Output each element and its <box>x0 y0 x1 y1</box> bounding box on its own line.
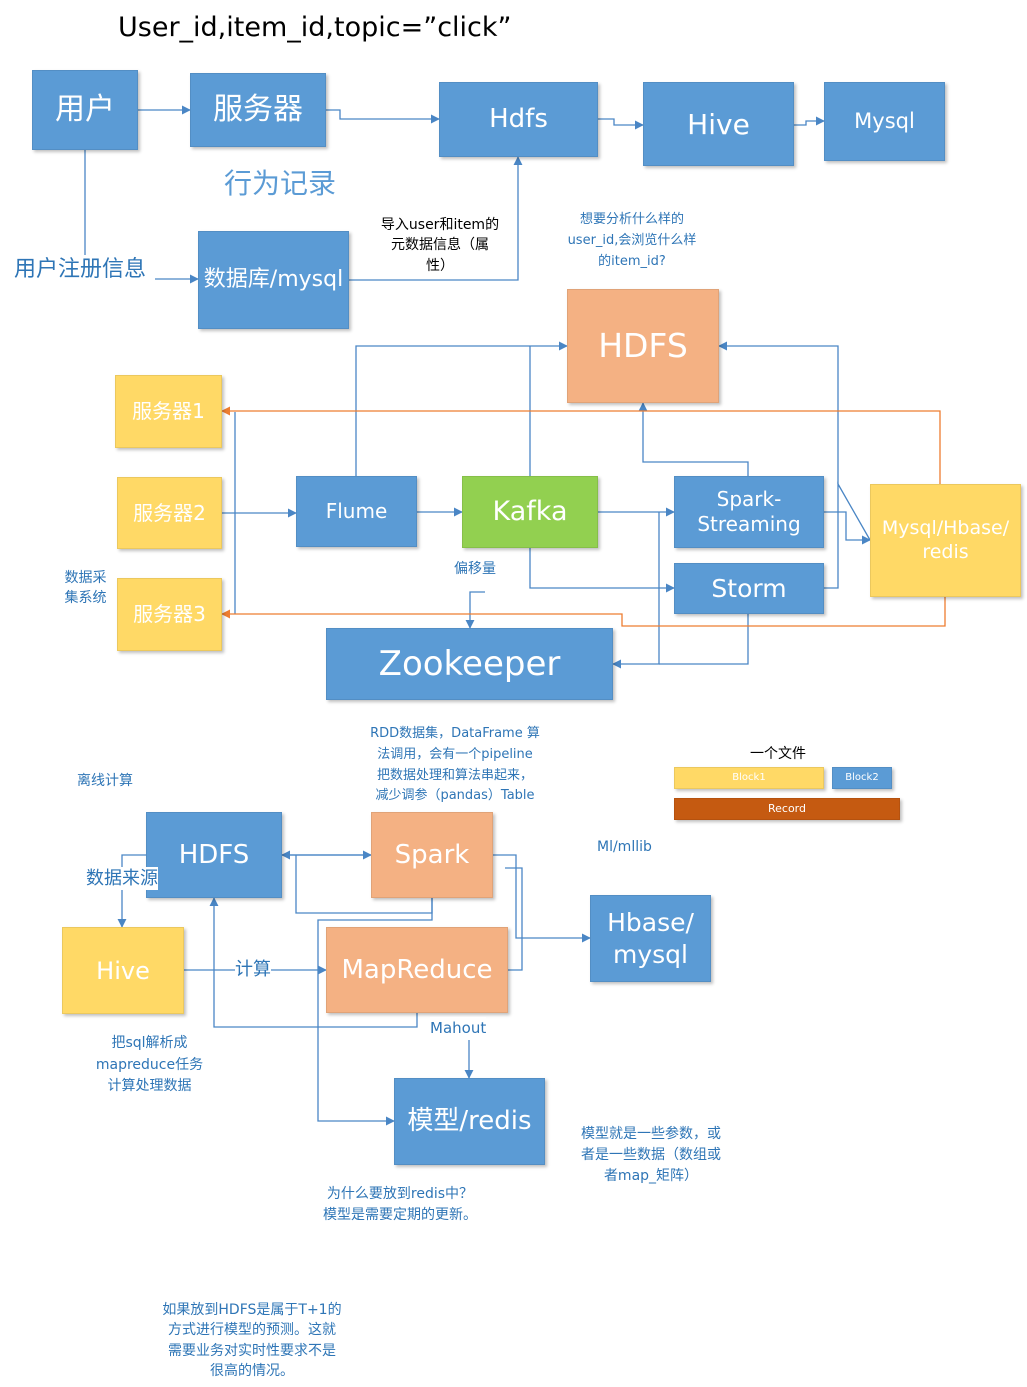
flume-box: Flume <box>296 476 417 547</box>
model-note-line-2: 者是一些数据（数组或 <box>581 1147 721 1163</box>
rdd-note-line-1: RDD数据集，DataFrame 算 <box>370 726 540 741</box>
hdfs-note-line-4: 很高的情况。 <box>210 1362 294 1379</box>
behavior-label: 行为记录 <box>224 167 337 200</box>
link-hdfs-hive <box>598 118 644 130</box>
import-note-line-3: 性） <box>426 257 454 274</box>
spark-streaming-box: Spark- Streaming <box>674 476 824 548</box>
question-note: 想要分析什么样的 user_id,会浏览什么样 的item_id? <box>552 210 712 272</box>
link-database-hdfs <box>349 156 523 281</box>
source-label: 数据来源 <box>86 867 158 891</box>
hbase-mysql-line-2: mysql <box>613 939 688 969</box>
server1-box: 服务器1 <box>115 375 222 448</box>
redis-note: 为什么要放到redis中？ 模型是需要定期的更新。 <box>308 1184 492 1226</box>
mahout-label: Mahout <box>430 1017 487 1040</box>
server2-box: 服务器2 <box>117 477 222 549</box>
compute-label: 计算 <box>235 958 271 982</box>
question-note-line-2: user_id,会浏览什么样 <box>567 232 697 248</box>
offline-label: 离线计算 <box>77 773 133 789</box>
question-note-line-3: 的item_id? <box>598 253 666 269</box>
hdfs-box: Hdfs <box>439 82 598 157</box>
link-storage-server3 <box>221 597 946 627</box>
link-kafka-storm <box>529 548 675 593</box>
rdd-note-line-4: 减少调参（pandas）Table <box>375 788 535 804</box>
kafka-box: Kafka <box>462 476 598 548</box>
link-mapreduce-hdfs <box>209 897 418 1028</box>
import-note-line-1: 导入user和item的 <box>380 217 500 233</box>
link-streaming-storage <box>824 511 871 545</box>
database-box: 数据库/mysql <box>198 231 349 329</box>
hive-note-line-2: mapreduce任务 <box>95 1056 204 1073</box>
link-offset-zookeeper <box>465 591 485 629</box>
link-storage-hdfs <box>718 341 839 484</box>
storage-line-2: redis <box>922 540 969 563</box>
model-redis-box: 模型/redis <box>394 1078 545 1165</box>
hive-offline-box: Hive <box>62 927 184 1014</box>
rdd-note: RDD数据集，DataFrame 算 法调用，会有一个pipeline 把数据处… <box>352 724 558 807</box>
collection-label-line-1: 数据采 <box>64 570 107 586</box>
hive-note-line-1: 把sql解析成 <box>111 1035 188 1051</box>
register-label: 用户注册信息 <box>14 257 147 282</box>
hive-note-line-3: 计算处理数据 <box>107 1078 192 1095</box>
record-box: Record <box>674 798 900 820</box>
link-hive-mysql <box>794 116 825 126</box>
page-title: User_id,item_id,topic=”click” <box>118 12 512 43</box>
spark-streaming-line-2: Streaming <box>697 512 801 536</box>
storage-line-1: Mysql/Hbase/ <box>881 516 1010 539</box>
redis-note-line-2: 模型是需要定期的更新。 <box>323 1207 477 1223</box>
mapreduce-box: MapReduce <box>326 927 508 1013</box>
user-box: 用户 <box>32 70 138 150</box>
link-flume-hdfs <box>355 341 568 476</box>
zookeeper-box: Zookeeper <box>326 628 613 700</box>
server-box: 服务器 <box>190 73 326 147</box>
file-label: 一个文件 <box>750 746 806 762</box>
import-note: 导入user和item的 元数据信息（属 性） <box>372 215 508 276</box>
collection-label-line-2: 集系统 <box>64 590 107 607</box>
collection-label: 数据采 集系统 <box>58 568 113 609</box>
block1-box: Block1 <box>674 767 824 789</box>
model-note-line-1: 模型就是一些参数，或 <box>581 1126 721 1142</box>
link-spark-model <box>317 898 433 1126</box>
question-note-line-1: 想要分析什么样的 <box>579 212 684 227</box>
hive-box: Hive <box>643 82 794 166</box>
link-storage-server1 <box>221 406 941 484</box>
mllib-label: Ml/mllib <box>597 839 652 855</box>
hdfs-realtime-box: HDFS <box>567 289 719 403</box>
link-server-hdfs <box>326 109 440 124</box>
storm-box: Storm <box>674 563 824 614</box>
import-note-line-2: 元数据信息（属 <box>391 237 489 254</box>
storage-box: Mysql/Hbase/ redis <box>870 484 1021 597</box>
hbase-mysql-box: Hbase/ mysql <box>590 895 711 982</box>
rdd-note-line-2: 法调用，会有一个pipeline <box>377 746 533 762</box>
link-hdfs-hive <box>117 854 146 928</box>
link-mapreduce-hbase <box>505 867 523 971</box>
hdfs-note-line-1: 如果放到HDFS是属于T+1的 <box>162 1302 342 1318</box>
model-note: 模型就是一些参数，或 者是一些数据（数组或 者map_矩阵） <box>566 1124 736 1187</box>
redis-note-line-1: 为什么要放到redis中？ <box>326 1186 474 1202</box>
block2-box: Block2 <box>832 767 892 789</box>
hdfs-note-line-2: 方式进行模型的预测。这就 <box>168 1322 336 1339</box>
hive-note: 把sql解析成 mapreduce任务 计算处理数据 <box>92 1033 207 1098</box>
hdfs-note-line-3: 需要业务对实时性要求不是 <box>168 1342 336 1359</box>
server3-box: 服务器3 <box>117 578 222 651</box>
link-storm-storage <box>824 481 871 589</box>
offset-label: 偏移量 <box>454 561 496 577</box>
spark-box: Spark <box>371 812 493 898</box>
rdd-note-line-3: 把数据处理和算法串起来， <box>376 767 533 783</box>
spark-streaming-line-1: Spark- <box>716 487 782 511</box>
link-streaming-hdfs <box>638 402 749 476</box>
hdfs-note: 如果放到HDFS是属于T+1的 方式进行模型的预测。这就 需要业务对实时性要求不… <box>150 1300 354 1381</box>
link-storm-zookeeper <box>659 614 749 665</box>
hdfs-offline-box: HDFS <box>146 812 282 898</box>
mysql-box: Mysql <box>824 82 945 161</box>
link-spark-hbase <box>493 854 591 943</box>
model-note-line-3: 者map_矩阵） <box>603 1168 699 1184</box>
hbase-mysql-line-1: Hbase/ <box>607 908 694 938</box>
